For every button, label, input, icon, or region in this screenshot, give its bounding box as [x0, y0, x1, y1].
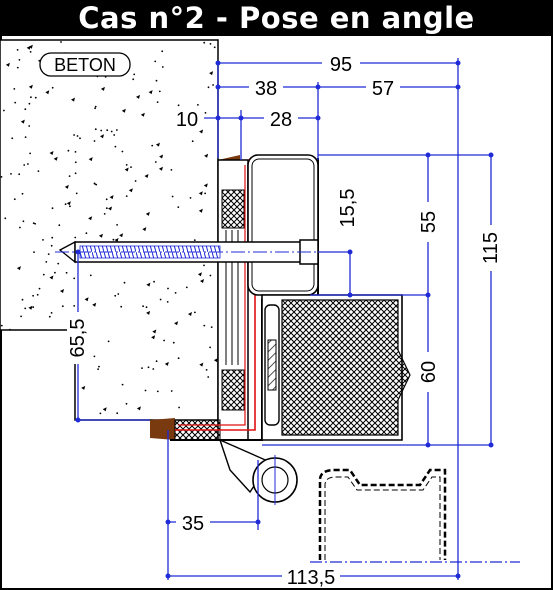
dim-38: 38 — [255, 78, 277, 100]
beton-label: BETON — [54, 55, 116, 75]
upper-panel — [247, 154, 319, 296]
vertical-dimension-labels: 15,5 55 115 65,5 60 — [67, 182, 502, 392]
dim-57: 57 — [372, 78, 394, 100]
dimension-labels: 95 38 57 10 28 35 113,5 — [170, 54, 400, 589]
dim-10: 10 — [176, 109, 198, 131]
dim-35: 35 — [182, 513, 204, 535]
dimension-ticks — [75, 60, 494, 579]
drawing-title: Cas n°2 - Pose en angle — [78, 1, 475, 35]
dim-60: 60 — [418, 361, 440, 383]
dim-65-5: 65,5 — [67, 319, 89, 358]
sash-panel — [261, 294, 411, 441]
concrete-wall — [0, 39, 219, 421]
opened-sash-outline — [310, 468, 520, 563]
dim-15-5: 15,5 — [337, 189, 359, 228]
dim-55: 55 — [418, 211, 440, 233]
wood-strip-bottom — [150, 418, 175, 440]
dim-113-5: 113,5 — [287, 567, 336, 589]
dim-28: 28 — [270, 109, 292, 131]
anchor-screw — [55, 239, 330, 265]
material-label: BETON — [39, 52, 131, 77]
title-bar: Cas n°2 - Pose en angle — [0, 0, 553, 36]
dim-95: 95 — [330, 54, 352, 76]
dim-115: 115 — [480, 232, 502, 264]
